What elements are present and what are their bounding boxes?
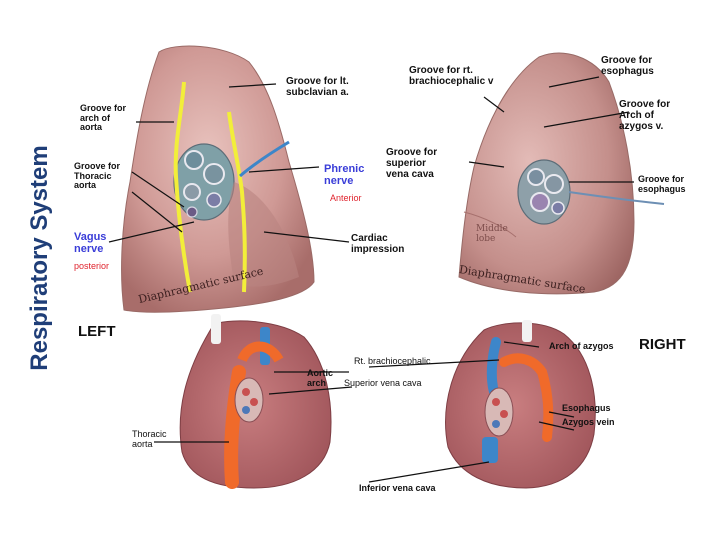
label-superior-vena-cava: Superior vena cava	[344, 378, 422, 388]
left-lung-medial-view	[121, 45, 315, 313]
label-inferior-vena-cava: Inferior vena cava	[359, 483, 436, 493]
label-middle-lobe: Middle lobe	[476, 224, 508, 244]
label-groove-arch-azygos: Groove for Arch of azygos v.	[619, 99, 671, 132]
side-title: Respiratory System	[26, 145, 53, 371]
label-vagus-nerve: Vagus nerve	[74, 231, 107, 255]
lung-illustration	[108, 45, 665, 489]
lung-figure: Groove for lt. subclavian a. Groove for …	[64, 42, 695, 493]
label-groove-thoracic-aorta: Groove for Thoracic aorta	[74, 161, 121, 191]
label-arch-of-azygos: Arch of azygos	[549, 341, 614, 351]
label-groove-arch-aorta: Groove for arch of aorta	[80, 103, 127, 133]
leader-lines	[108, 76, 634, 483]
label-groove-esophagus-top: Groove for esophagus	[601, 55, 654, 77]
label-anterior: Anterior	[330, 193, 362, 203]
label-groove-svc: Groove for superior vena cava	[386, 147, 438, 180]
label-phrenic-nerve: Phrenic nerve	[324, 163, 365, 187]
label-aortic-arch: Aortic arch	[307, 368, 334, 388]
label-esophagus: Esophagus	[562, 403, 611, 413]
mediastinum-right-view	[445, 320, 596, 489]
label-azygos-vein: Azygos vein	[562, 417, 615, 427]
label-groove-rt-brachiocephalic: Groove for rt. brachiocephalic v	[409, 65, 494, 87]
right-lung-medial-view	[458, 52, 665, 295]
label-left-title: LEFT	[78, 323, 116, 340]
mediastinum-left-view	[179, 314, 332, 489]
label-cardiac-impression: Cardiac impression	[351, 233, 405, 255]
label-rt-brachiocephalic: Rt. brachiocephalic	[354, 356, 431, 366]
label-groove-lt-subclavian: Groove for lt. subclavian a.	[286, 76, 349, 98]
label-groove-esophagus-right: Groove for esophagus	[638, 174, 686, 194]
label-posterior: posterior	[74, 261, 110, 271]
label-right-title: RIGHT	[639, 336, 686, 353]
label-thoracic-aorta: Thoracic aorta	[132, 429, 167, 449]
